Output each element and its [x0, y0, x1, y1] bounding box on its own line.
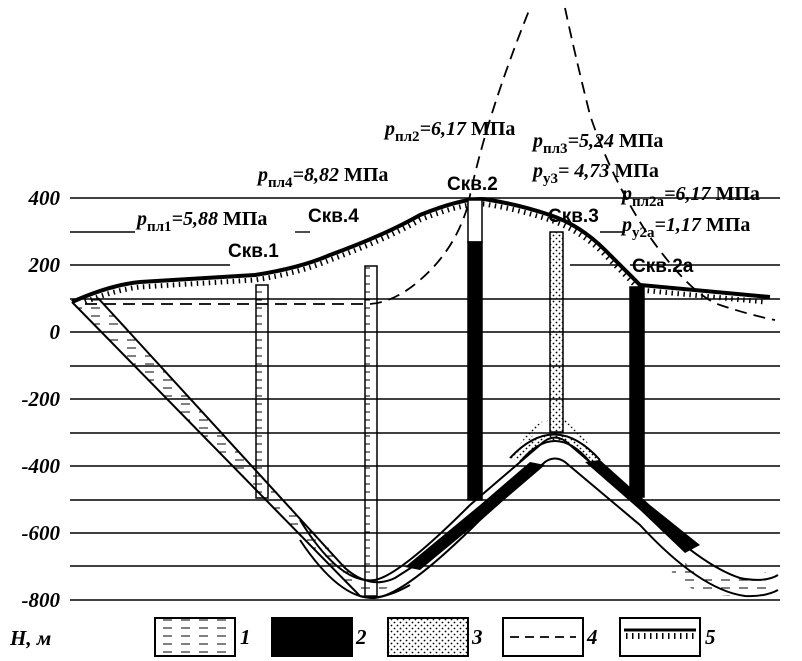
legend-number: 1 — [240, 625, 251, 649]
y-tick-label: 400 — [28, 186, 61, 210]
well-label-2a: Скв.2а — [632, 256, 694, 277]
well-label-1: Скв.1 — [228, 241, 279, 262]
aquifer-layer-2 — [405, 460, 700, 570]
legend-item-5: 5 — [619, 617, 716, 657]
well-column-1 — [255, 284, 269, 499]
legend-item-2: 2 — [271, 617, 367, 657]
pressure-labels: pпл1=5,88 МПа pпл4=8,82 МПа pпл2=6,17 МП… — [135, 118, 760, 241]
well-label-4: Скв.4 — [308, 206, 359, 227]
pressure-y2a: pу2а=1,17 МПа — [620, 214, 750, 241]
well-column-3 — [549, 231, 564, 433]
legend-item-3: 3 — [387, 617, 483, 657]
pressure-pl1: pпл1=5,88 МПа — [135, 208, 267, 235]
legend-number: 3 — [471, 625, 483, 649]
legend-number: 5 — [705, 625, 716, 649]
pressure-pl4: pпл4=8,82 МПа — [256, 164, 388, 191]
pressure-y3: pу3= 4,73 МПа — [531, 160, 659, 187]
y-axis: 400 200 0 -200 -400 -600 -800 H, м — [9, 186, 61, 650]
pressure-pl3: pпл3=5,24 МПа — [531, 130, 663, 157]
aquifer-layer-3 — [509, 418, 601, 463]
legend-number: 2 — [355, 625, 367, 649]
y-tick-label: 0 — [50, 320, 61, 344]
well-label-2: Скв.2 — [447, 174, 498, 195]
legend-number: 4 — [586, 625, 598, 649]
y-tick-label: -800 — [22, 588, 61, 612]
legend-item-4: 4 — [502, 617, 598, 657]
well-label-3: Скв.3 — [548, 206, 599, 227]
y-tick-label: -400 — [22, 454, 61, 478]
piezometric-line — [85, 7, 776, 321]
y-tick-label: 200 — [28, 253, 61, 277]
grid-lines — [70, 197, 780, 601]
well-column-2a — [629, 286, 645, 498]
pressure-pl2: pпл2=6,17 МПа — [383, 118, 515, 145]
well-labels: Скв.1 Скв.4 Скв.2 Скв.3 Скв.2а — [228, 174, 694, 277]
pressure-pl2a: pпл2а=6,17 МПа — [620, 183, 760, 210]
legend: 1 2 3 4 5 — [154, 617, 716, 657]
legend-item-1: 1 — [154, 617, 251, 657]
well-column-4 — [364, 265, 378, 597]
y-axis-title: H, м — [9, 626, 51, 650]
ground-surface — [71, 197, 771, 305]
well-column-2 — [467, 199, 483, 501]
y-tick-label: -200 — [22, 387, 61, 411]
y-tick-label: -600 — [22, 521, 61, 545]
